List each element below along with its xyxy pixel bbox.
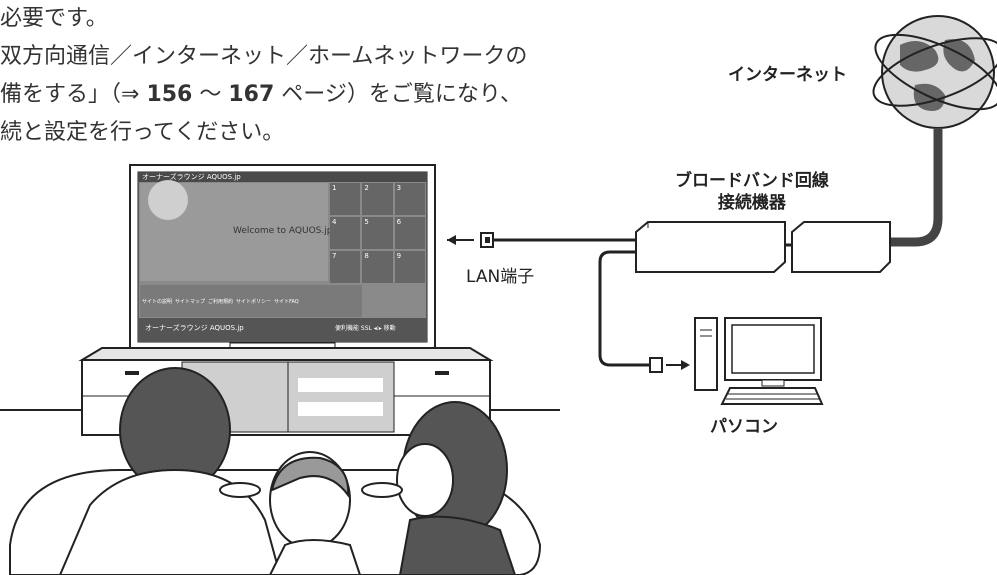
- page-ref-end: 167: [228, 82, 275, 107]
- lan-port-label: LAN端子: [466, 267, 535, 287]
- pc-label: パソコン: [710, 417, 778, 437]
- modem-device: [791, 221, 891, 273]
- tile-1: 1: [330, 183, 361, 215]
- internet-cable: [890, 128, 943, 247]
- manual-line-3: 備をする」（⇒ 156 ～ 167 ページ）をご覧になり、: [0, 82, 522, 107]
- tv-link: サイトマップ: [175, 299, 206, 305]
- lan-cable-pc: [598, 250, 650, 367]
- pc-lan-connector-icon: [649, 357, 663, 373]
- broadband-label-line2: 接続機器: [717, 193, 786, 213]
- pc-icon: [694, 317, 824, 405]
- broadband-label: ブロードバンド回線 接続機器: [675, 170, 829, 214]
- tile-5: 5: [362, 217, 393, 249]
- tile-3: 3: [394, 183, 425, 215]
- tv-bottom-links: サイトの説明 サイトマップ ご利用規約 サイトポリシー サイトFAQ: [142, 298, 299, 305]
- arrow-left-icon: [447, 235, 474, 245]
- tv-footer-right: 便利機能 SSL ◂⁝▸ 移動: [335, 325, 396, 332]
- tv-footer-title: オーナーズラウンジ AQUOS.jp: [145, 324, 244, 332]
- broadband-label-line1: ブロードバンド回線: [675, 171, 829, 191]
- page-ref-start: 156: [146, 82, 193, 107]
- family-illustration: [9, 367, 542, 575]
- tv-tile-grid: 1 2 3 4 5 6 7 8 9: [330, 183, 425, 283]
- manual-line-4: 続と設定を行ってください。: [0, 120, 285, 145]
- tv-link: サイトの説明: [142, 299, 173, 305]
- tile-9: 9: [394, 251, 425, 283]
- manual-line-1: 必要です。: [0, 6, 108, 31]
- tile-8: 8: [362, 251, 393, 283]
- lan-connector-icon: [480, 232, 494, 248]
- tv-link: サイトFAQ: [274, 299, 299, 305]
- tv-header: オーナーズラウンジ AQUOS.jp: [142, 173, 241, 181]
- tv-link: ご利用規約: [208, 299, 234, 305]
- globe-icon: [872, 15, 997, 129]
- manual-text: 必要です。 双方向通信／インターネット／ホームネットワークの 備をする」（⇒ 1…: [0, 0, 527, 152]
- tv-link: サイトポリシー: [236, 299, 272, 305]
- internet-label: インターネット: [728, 65, 847, 85]
- tile-2: 2: [362, 183, 393, 215]
- tile-6: 6: [394, 217, 425, 249]
- router-device: [635, 221, 786, 273]
- manual-line-2: 双方向通信／インターネット／ホームネットワークの: [0, 44, 528, 69]
- tile-7: 7: [330, 251, 361, 283]
- tv-welcome: Welcome to AQUOS.jp: [233, 226, 333, 236]
- arrow-right-icon: [666, 360, 690, 370]
- tile-4: 4: [330, 217, 361, 249]
